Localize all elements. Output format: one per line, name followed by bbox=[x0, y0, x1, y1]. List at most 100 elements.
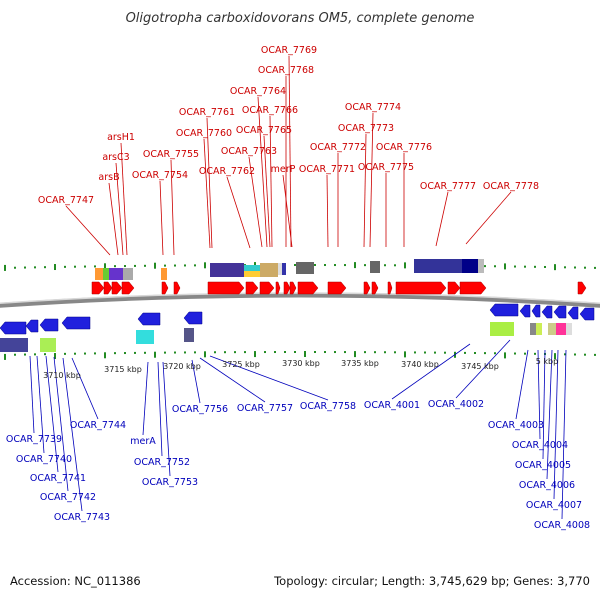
tick-mark bbox=[194, 351, 196, 354]
tick-mark bbox=[44, 353, 46, 356]
tick-mark bbox=[304, 351, 306, 358]
forward-gene-arrow bbox=[121, 281, 135, 295]
tick-mark bbox=[474, 352, 476, 355]
leader-line bbox=[391, 343, 471, 400]
tick-mark bbox=[154, 262, 156, 269]
forward-gene-label: OCAR_7778 bbox=[483, 181, 539, 192]
tick-mark bbox=[114, 352, 116, 355]
tick-mark bbox=[334, 351, 336, 354]
leader-line bbox=[53, 356, 69, 492]
tick-mark bbox=[484, 265, 486, 268]
leader-line bbox=[203, 138, 211, 249]
forward-gene-label: OCAR_7775 bbox=[358, 162, 414, 173]
forward-gene-arrow bbox=[275, 281, 281, 295]
leader-line bbox=[120, 142, 128, 256]
tick-mark bbox=[104, 352, 106, 359]
feature-block bbox=[40, 338, 56, 352]
reverse-gene-label: OCAR_4002 bbox=[428, 399, 484, 410]
reverse-gene-arrow bbox=[567, 306, 579, 320]
leader-line bbox=[199, 357, 266, 403]
forward-gene-label: OCAR_7760 bbox=[176, 128, 232, 139]
tick-mark bbox=[344, 351, 346, 354]
feature-block bbox=[548, 323, 556, 335]
tick-mark bbox=[564, 353, 566, 356]
feature-block bbox=[260, 263, 278, 277]
tick-mark bbox=[14, 353, 16, 356]
tick-mark bbox=[514, 352, 516, 355]
forward-gene-label: arsC3 bbox=[102, 152, 129, 163]
scale-tick-label: 3745 kbp bbox=[461, 362, 499, 371]
tick-mark bbox=[324, 351, 326, 354]
reverse-gene-arrow bbox=[0, 321, 27, 335]
tick-mark bbox=[24, 353, 26, 356]
tick-mark bbox=[24, 266, 26, 269]
genome-summary-text: Topology: circular; Length: 3,745,629 bp… bbox=[273, 574, 590, 588]
feature-block bbox=[244, 271, 260, 277]
forward-gene-label: OCAR_7754 bbox=[132, 170, 188, 181]
tick-mark bbox=[14, 266, 16, 269]
tick-mark bbox=[214, 351, 216, 354]
tick-mark bbox=[144, 351, 146, 354]
reverse-gene-label: OCAR_7758 bbox=[300, 401, 356, 412]
forward-gene-label: OCAR_7773 bbox=[338, 123, 394, 134]
forward-gene-arrow bbox=[207, 281, 245, 295]
forward-gene-label: OCAR_7763 bbox=[221, 146, 277, 157]
forward-gene-label: arsH1 bbox=[107, 132, 135, 143]
tick-mark bbox=[524, 265, 526, 268]
leader-line bbox=[45, 355, 59, 473]
leader-line bbox=[226, 176, 251, 249]
forward-gene-label: OCAR_7762 bbox=[199, 166, 255, 177]
tick-mark bbox=[274, 351, 276, 354]
leader-line bbox=[263, 135, 271, 248]
tick-mark bbox=[364, 264, 366, 267]
forward-gene-label: OCAR_7768 bbox=[258, 65, 314, 76]
tick-mark bbox=[394, 264, 396, 267]
feature-block bbox=[556, 323, 566, 335]
feature-block bbox=[478, 259, 484, 273]
forward-gene-label: OCAR_7769 bbox=[261, 45, 317, 56]
leader-line bbox=[269, 115, 273, 248]
tick-mark bbox=[314, 351, 316, 354]
tick-mark bbox=[324, 264, 326, 267]
tick-mark bbox=[464, 351, 466, 354]
tick-mark bbox=[584, 353, 586, 356]
tick-mark bbox=[404, 351, 406, 358]
forward-gene-arrow bbox=[459, 281, 487, 295]
tick-mark bbox=[494, 265, 496, 268]
tick-mark bbox=[174, 264, 176, 267]
scale-tick-label: 3730 kbp bbox=[282, 359, 320, 368]
reverse-gene-label: OCAR_7753 bbox=[142, 477, 198, 488]
tick-mark bbox=[84, 265, 86, 268]
forward-gene-arrow bbox=[395, 281, 447, 295]
forward-gene-arrow bbox=[289, 281, 297, 295]
forward-gene-arrow bbox=[327, 281, 347, 295]
tick-mark bbox=[54, 353, 56, 360]
gene-labels: OCAR_7747arsBarsC3arsH1OCAR_7754OCAR_775… bbox=[6, 45, 590, 531]
leader-line bbox=[71, 357, 99, 420]
leader-line bbox=[115, 162, 124, 256]
leader-line bbox=[288, 55, 292, 248]
reverse-gene-arrow bbox=[531, 304, 541, 318]
tick-mark bbox=[514, 265, 516, 268]
reverse-gene-arrow bbox=[25, 319, 39, 333]
reverse-gene-label: OCAR_7757 bbox=[237, 403, 293, 414]
feature-tracks bbox=[0, 259, 595, 352]
tick-mark bbox=[384, 264, 386, 267]
tick-mark bbox=[254, 351, 256, 358]
tick-mark bbox=[74, 352, 76, 355]
leader-line bbox=[546, 349, 553, 480]
leader-line bbox=[515, 349, 529, 420]
tick-mark bbox=[584, 266, 586, 269]
tick-mark bbox=[354, 351, 356, 358]
leader-line bbox=[157, 361, 163, 457]
reverse-gene-label: OCAR_7752 bbox=[134, 457, 190, 468]
tick-mark bbox=[54, 264, 56, 271]
forward-gene-label: OCAR_7776 bbox=[376, 142, 432, 153]
leader-line bbox=[465, 191, 512, 245]
leader-line bbox=[282, 174, 293, 248]
reverse-gene-label: OCAR_7742 bbox=[40, 492, 96, 503]
forward-gene-arrow bbox=[259, 281, 275, 295]
tick-mark bbox=[414, 351, 416, 354]
tick-mark bbox=[484, 352, 486, 355]
tick-mark bbox=[354, 262, 356, 269]
